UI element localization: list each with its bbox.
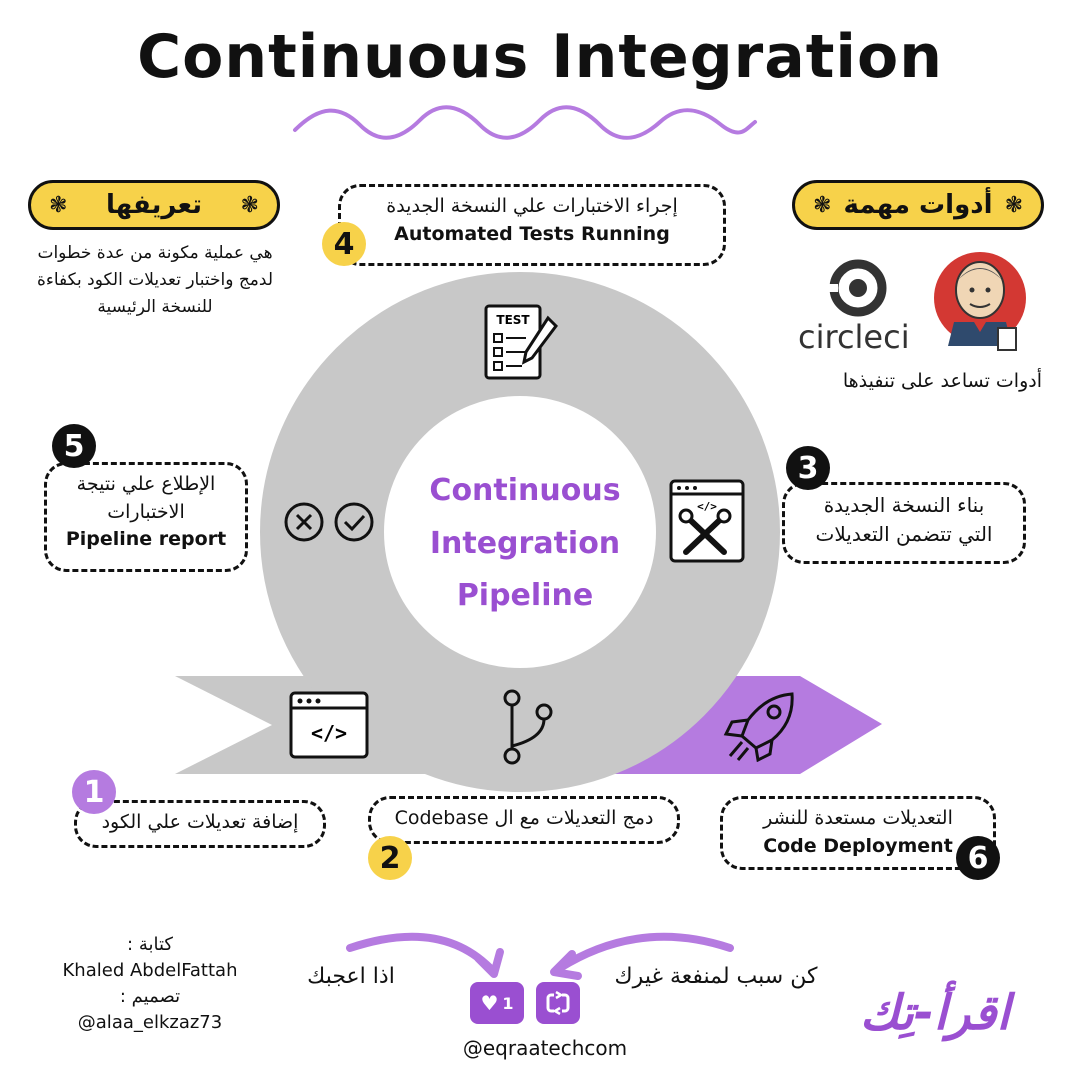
step-4-badge: 4 bbox=[322, 222, 366, 266]
center-line-1: Continuous bbox=[429, 473, 621, 508]
tools-heading-pill: ❃ أدوات مهمة ❃ bbox=[792, 180, 1044, 230]
definition-text: هي عملية مكونة من عدة خطوات لدمج واختبار… bbox=[36, 243, 274, 318]
step-4-english: Automated Tests Running bbox=[394, 222, 670, 245]
step-1-badge: 1 bbox=[72, 770, 116, 814]
designer-handle: @alaa_elkzaz73 bbox=[77, 1012, 223, 1034]
step-4-box: إجراء الاختبارات علي النسخة الجديدة Auto… bbox=[338, 184, 726, 266]
step-2-box: دمج التعديلات مع ال Codebase bbox=[368, 796, 680, 844]
flower-icon: ❃ bbox=[813, 192, 832, 218]
step-5-box: الإطلاع علي نتيجة الاختبارات Pipeline re… bbox=[44, 462, 248, 572]
code-window-label: </> bbox=[311, 721, 347, 745]
step-3-arabic: بناء النسخة الجديدة bbox=[823, 493, 985, 517]
jenkins-logo-icon bbox=[934, 252, 1026, 351]
design-label: تصميم : bbox=[119, 986, 181, 1008]
repost-icon bbox=[546, 991, 570, 1015]
credits-block: كتابة : Khaled AbdelFattah تصميم : @alaa… bbox=[40, 932, 260, 1036]
like-button[interactable]: ♥ 1 bbox=[470, 982, 524, 1024]
tools-heading: أدوات مهمة bbox=[843, 190, 993, 220]
step-6-arabic: التعديلات مستعدة للنشر bbox=[763, 807, 953, 829]
test-icon-label: TEST bbox=[496, 313, 530, 327]
definition-heading: تعريفها bbox=[105, 190, 202, 220]
pipeline-center-label: Continuous Integration Pipeline bbox=[395, 465, 655, 623]
step-2-badge: 2 bbox=[368, 836, 412, 880]
build-tools-icon: </> bbox=[669, 479, 745, 563]
fail-x-icon bbox=[284, 502, 324, 542]
share-button[interactable] bbox=[536, 982, 580, 1024]
flower-icon: ❃ bbox=[240, 192, 259, 218]
step-1-box: إضافة تعديلات علي الكود bbox=[74, 800, 326, 848]
center-line-3: Pipeline bbox=[456, 578, 594, 613]
flower-icon: ❃ bbox=[49, 192, 68, 218]
step-3-box: بناء النسخة الجديدة التي تتضمن التعديلات bbox=[782, 482, 1026, 564]
rocket-icon bbox=[723, 692, 794, 762]
step-6-badge: 6 bbox=[956, 836, 1000, 880]
circleci-wordmark: circleci bbox=[798, 318, 910, 356]
step-4-arabic: إجراء الاختبارات علي النسخة الجديدة bbox=[386, 195, 678, 217]
written-by-label: كتابة : bbox=[127, 934, 173, 955]
title-underline-squiggle bbox=[293, 105, 757, 140]
step-3-badge: 3 bbox=[786, 446, 830, 490]
result-status-icons bbox=[284, 502, 374, 542]
center-line-2: Integration bbox=[429, 525, 621, 561]
circleci-logo-icon bbox=[828, 259, 887, 317]
step-6-box: التعديلات مستعدة للنشر Code Deployment bbox=[720, 796, 996, 870]
code-window-icon: </> bbox=[289, 691, 369, 759]
like-count: 1 bbox=[502, 993, 514, 1013]
like-cta-text: اذا اعجبك bbox=[307, 964, 395, 989]
step-5-arabic: الإطلاع علي نتيجة bbox=[76, 473, 216, 495]
step-5-arabic-2: الاختبارات bbox=[107, 500, 185, 523]
step-3-arabic-2: التي تتضمن التعديلات bbox=[815, 522, 993, 546]
tools-caption: أدوات تساعد على تنفيذها bbox=[842, 370, 1042, 392]
pass-check-icon bbox=[334, 502, 374, 542]
step-5-badge: 5 bbox=[52, 424, 96, 468]
test-checklist-icon: TEST bbox=[484, 304, 558, 380]
cta-arrows bbox=[346, 932, 734, 980]
git-branch-icon bbox=[503, 689, 553, 765]
step-6-english: Code Deployment bbox=[763, 834, 953, 857]
share-cta-text: كن سبب لمنفعة غيرك bbox=[614, 964, 818, 989]
flower-icon: ❃ bbox=[1004, 192, 1023, 218]
step-5-english: Pipeline report bbox=[65, 528, 227, 551]
writer-name: Khaled AbdelFattah bbox=[62, 960, 238, 982]
definition-heading-pill: ❃ تعريفها ❃ bbox=[28, 180, 280, 230]
heart-icon: ♥ bbox=[480, 991, 499, 1015]
step-1-arabic: إضافة تعديلات علي الكود bbox=[101, 811, 299, 833]
page-title: Continuous Integration bbox=[137, 22, 943, 92]
step-2-arabic: دمج التعديلات مع ال Codebase bbox=[394, 807, 654, 829]
social-handle: @eqraatechcom bbox=[462, 1036, 628, 1060]
brand-logo: اقرأ-تِك bbox=[860, 985, 1010, 1041]
build-icon-code-label: </> bbox=[697, 500, 717, 513]
